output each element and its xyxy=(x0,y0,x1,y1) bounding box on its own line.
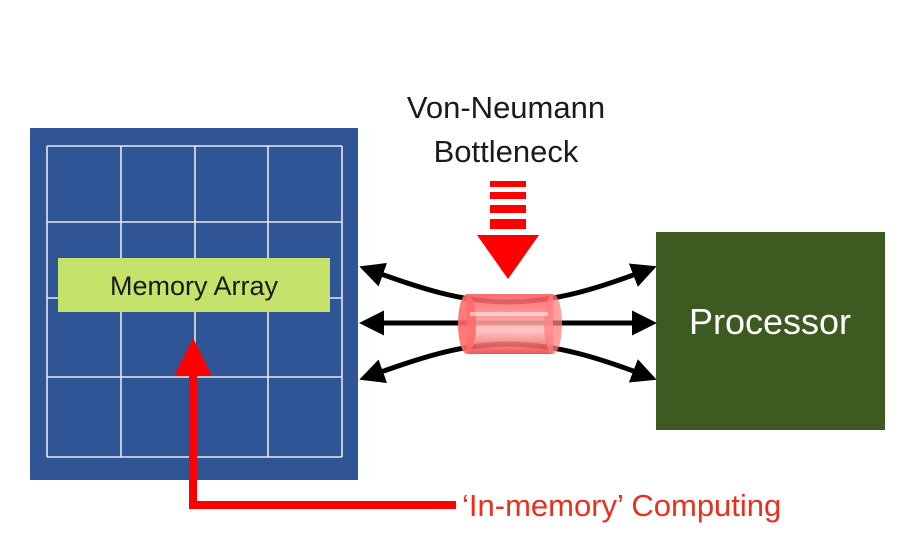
bottleneck-down-arrow-icon xyxy=(477,181,539,279)
processor-background xyxy=(656,232,885,430)
bottleneck-title-line2: Bottleneck xyxy=(434,134,579,169)
in-memory-computing-label: ‘In-memory’ Computing xyxy=(462,488,781,523)
bottleneck-tube-icon xyxy=(458,294,562,354)
in-memory-arrow-icon xyxy=(174,338,456,509)
memory-array-label-box xyxy=(58,258,330,312)
bottleneck-title-line1: Von-Neumann xyxy=(407,90,605,125)
processor-block: Processor xyxy=(656,232,885,430)
processor-label: Processor xyxy=(689,301,851,342)
memory-array-label: Memory Array xyxy=(110,271,279,301)
